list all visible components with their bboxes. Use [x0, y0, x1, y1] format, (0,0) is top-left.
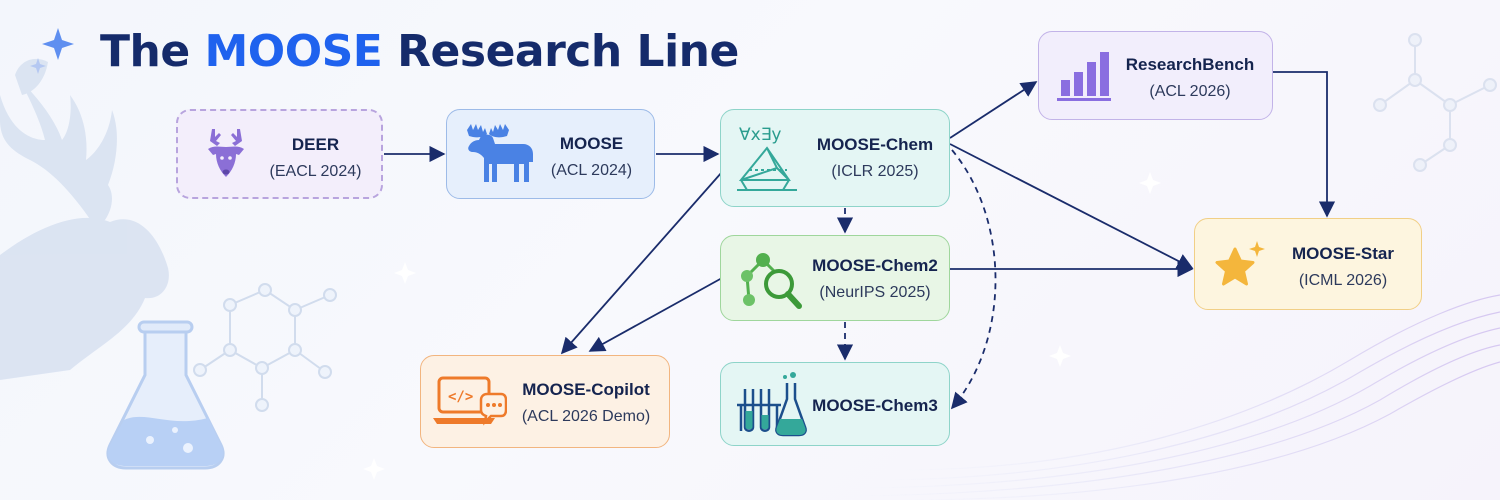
lab-flask-icon — [737, 372, 807, 437]
title-accent: MOOSE — [204, 26, 383, 77]
node-title: MOOSE-Chem3 — [812, 396, 938, 415]
node-venue: (ICML 2026) — [1298, 272, 1388, 289]
molecule-search-icon — [741, 253, 802, 309]
edge-chem-to-bench — [949, 81, 1038, 139]
node-title: MOOSE-Chem — [816, 135, 934, 154]
edge-chem-to-chem3 — [950, 149, 997, 410]
deer-icon — [208, 129, 244, 177]
node-title: MOOSE-Chem2 — [812, 256, 938, 275]
node-venue: (ACL 2026 Demo) — [521, 408, 651, 425]
node-title: MOOSE-Star — [1291, 244, 1395, 263]
wave-decoration — [849, 294, 1500, 500]
title-suffix: Research Line — [382, 26, 739, 77]
node-title: ResearchBench — [1125, 55, 1255, 74]
node-moose-chem[interactable]: ∀x∃y MOOSE-Chem (ICLR 2025) — [720, 109, 950, 207]
star-icon — [1215, 241, 1265, 286]
node-moose-chem2[interactable]: MOOSE-Chem2 (NeurIPS 2025) — [720, 235, 950, 321]
edge-chem-to-copilot — [560, 171, 723, 355]
code-symbol: </> — [448, 389, 473, 405]
moose-icon — [467, 124, 533, 182]
node-venue: (ACL 2024) — [550, 162, 633, 179]
node-venue: (ICLR 2025) — [831, 163, 919, 180]
node-venue: (NeurIPS 2025) — [819, 284, 931, 301]
node-deer[interactable]: DEER (EACL 2024) — [176, 109, 383, 199]
page-title: The MOOSE Research Line — [100, 26, 739, 77]
edge-chem-to-star — [949, 143, 1194, 269]
node-researchbench[interactable]: ResearchBench (ACL 2026) — [1038, 31, 1273, 120]
node-title: DEER — [291, 135, 340, 154]
node-moose-chem3[interactable]: MOOSE-Chem3 — [720, 362, 950, 446]
node-title: MOOSE-Copilot — [522, 380, 650, 399]
laptop-code-icon: </> — [433, 376, 507, 426]
edge-bench-to-star — [1273, 71, 1336, 218]
molecule-decoration-left — [193, 283, 337, 412]
title-prefix: The — [100, 26, 205, 77]
edge-chem2-to-copilot — [588, 277, 723, 352]
moose-silhouette-decoration — [0, 58, 169, 380]
bar-chart-icon — [1057, 52, 1111, 101]
node-venue: (EACL 2024) — [269, 163, 362, 180]
sparkle-decoration — [30, 28, 1161, 480]
molecule-decoration-right — [1373, 33, 1497, 172]
node-moose-star[interactable]: MOOSE-Star (ICML 2026) — [1194, 218, 1422, 310]
node-venue: (ACL 2026) — [1149, 83, 1231, 100]
logic-pyramid-icon: ∀x∃y — [737, 125, 797, 191]
node-moose-copilot[interactable]: </> MOOSE-Copilot (ACL 2026 Demo) — [420, 355, 670, 448]
node-moose[interactable]: MOOSE (ACL 2024) — [446, 109, 655, 199]
flask-decoration — [106, 320, 225, 470]
node-title: MOOSE — [559, 134, 624, 153]
logic-symbols: ∀x∃y — [739, 125, 782, 145]
